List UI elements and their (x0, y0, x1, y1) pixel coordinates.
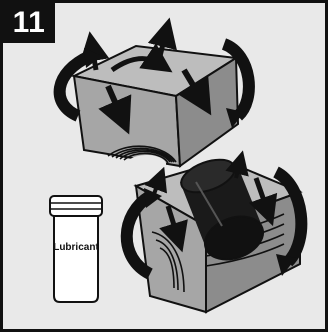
lubricant-bottle: Lubricant (50, 196, 102, 302)
bottle-label: Lubricant (53, 242, 99, 253)
